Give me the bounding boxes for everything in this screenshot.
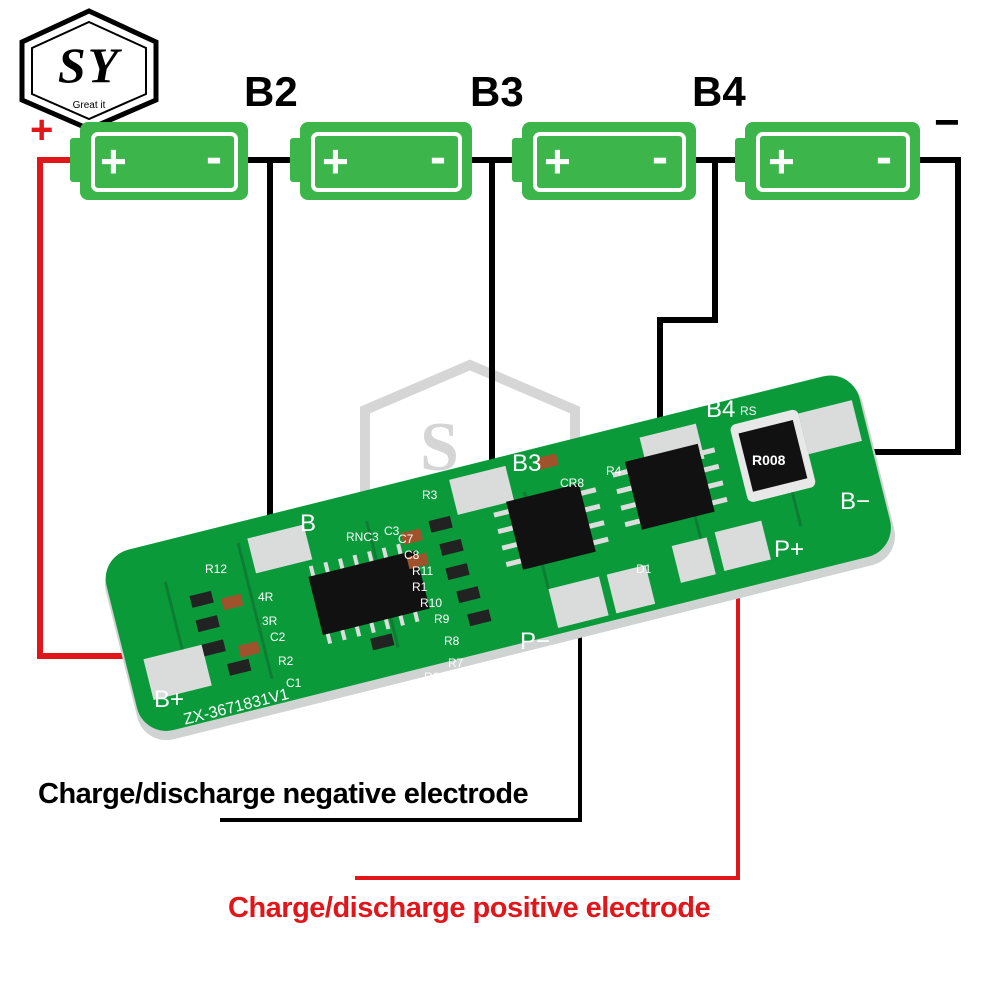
mosfet-chip-1 xyxy=(493,483,609,570)
label-b3: B3 xyxy=(470,68,524,115)
battery-cell-2 xyxy=(290,122,472,200)
shunt-marking: R008 xyxy=(752,452,786,468)
battery-cell-1 xyxy=(70,122,248,200)
battery-1-minus: - xyxy=(206,131,222,184)
battery-4-plus: + xyxy=(768,135,795,187)
silk-c7: C7 xyxy=(398,532,414,546)
pad-label-p-plus: P+ xyxy=(774,536,805,563)
silk-r12: R12 xyxy=(205,562,228,576)
battery-3-plus: + xyxy=(544,135,571,187)
silk-r5: R5 xyxy=(356,696,372,710)
ic-chip-main xyxy=(308,543,430,645)
battery-4-minus: - xyxy=(876,131,892,184)
silk-r7: R7 xyxy=(448,656,464,670)
silk-rs: RS xyxy=(740,404,757,418)
silk-c3: C3 xyxy=(384,524,400,538)
p-plus-wire xyxy=(355,565,740,880)
silk-r1: R1 xyxy=(412,580,428,594)
logo-letters: SY xyxy=(57,37,121,93)
logo-tagline: Great it xyxy=(72,100,106,111)
silk-r2: R2 xyxy=(278,654,294,668)
pad-label-b3: B3 xyxy=(512,450,542,477)
pad-b xyxy=(247,524,313,574)
b2-wire xyxy=(248,157,290,537)
pad-d1 xyxy=(671,537,716,583)
silk-4r: 4R xyxy=(258,590,274,604)
silk-r6: R6 xyxy=(424,670,440,684)
battery-2-minus: - xyxy=(430,131,446,184)
silk-c8: C8 xyxy=(404,548,420,562)
negative-terminal-sign: − xyxy=(934,98,960,147)
pcb-board xyxy=(104,375,896,741)
caption-positive-electrode: Charge/discharge positive electrode xyxy=(228,892,711,924)
pad-b3 xyxy=(449,465,515,515)
b3-wire xyxy=(472,157,512,485)
silk-d1: D1 xyxy=(636,562,652,576)
b4-wire xyxy=(657,157,735,428)
silk-c1: C1 xyxy=(286,676,302,690)
p-minus-wire xyxy=(220,612,582,822)
pad-label-b-minus: B− xyxy=(840,488,871,515)
silk-r3: R3 xyxy=(422,488,438,502)
mosfet-chip-2 xyxy=(612,443,728,530)
battery-1-plus: + xyxy=(100,135,127,187)
pad-b-minus xyxy=(798,400,862,455)
pad-label-p-minus: P− xyxy=(520,628,551,655)
silk-rnc3: RNC3 xyxy=(346,530,379,544)
silk-r10: R10 xyxy=(420,596,443,610)
silk-r11: R11 xyxy=(412,564,434,578)
silk-r4: R4 xyxy=(606,464,622,478)
caption-negative-electrode: Charge/discharge negative electrode xyxy=(38,778,529,810)
shunt-resistor xyxy=(730,409,816,502)
silk-c2: C2 xyxy=(270,630,286,644)
pad-b-plus xyxy=(143,644,212,700)
silk-3r: 3R xyxy=(262,614,278,628)
battery-cell-4 xyxy=(735,122,920,200)
pad-mid xyxy=(606,564,656,614)
positive-wire xyxy=(37,157,150,659)
silk-r8: R8 xyxy=(444,634,460,648)
pad-p-minus xyxy=(548,576,609,628)
battery-cell-3 xyxy=(512,122,696,200)
pad-label-b-plus: B+ xyxy=(154,686,185,713)
positive-terminal-sign: + xyxy=(30,108,54,152)
battery-2-plus: + xyxy=(322,135,349,187)
negative-wire xyxy=(827,157,961,455)
silk-r9: R9 xyxy=(434,612,450,626)
silk-cr8: CR8 xyxy=(560,476,585,490)
label-b4: B4 xyxy=(692,68,746,115)
pad-label-b4: B4 xyxy=(706,396,736,423)
label-b2: B2 xyxy=(244,68,298,115)
pad-p-plus xyxy=(714,520,771,572)
battery-3-minus: - xyxy=(652,131,668,184)
pad-label-b: B xyxy=(300,510,317,537)
